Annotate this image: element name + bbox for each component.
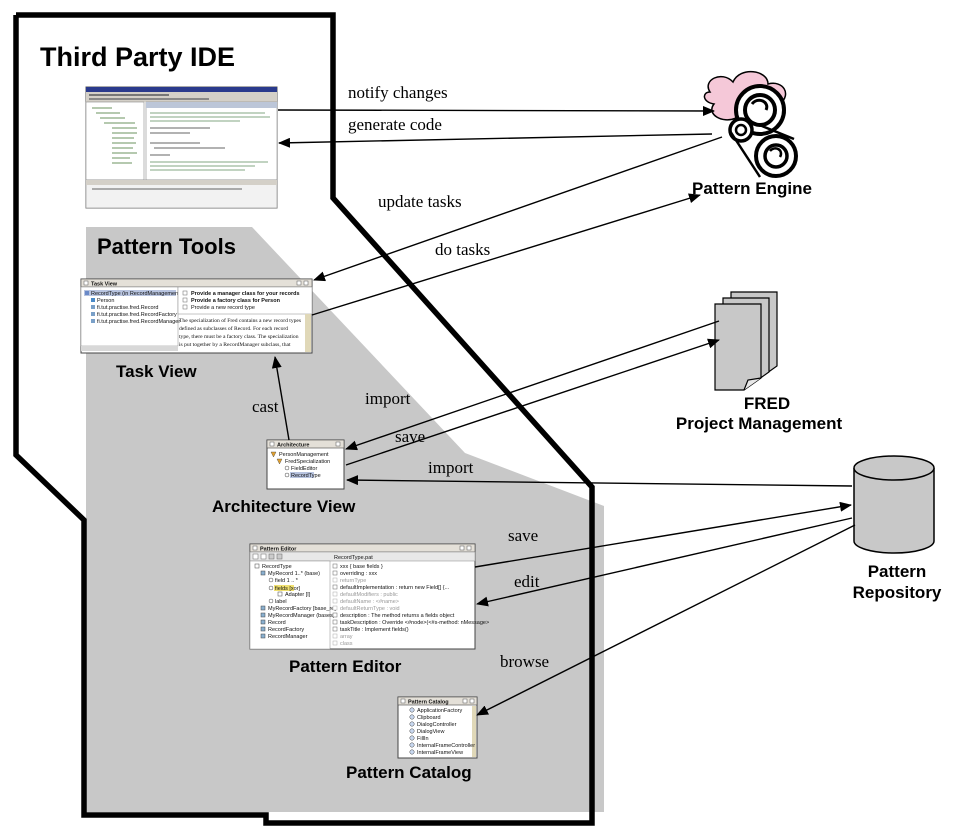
catalog-item-6: InternalFrameView (417, 750, 463, 756)
fred-import-arrow (345, 320, 720, 451)
pattern-engine-icon (703, 71, 798, 178)
architecture-tree-2: FieldEditor (291, 466, 317, 472)
generate-code-label: generate code (348, 115, 442, 134)
cast-label: cast (252, 397, 279, 416)
do-tasks-label: do tasks (435, 240, 490, 259)
editor-tree-2: field 1 .. * (275, 578, 299, 584)
update-tasks-label: update tasks (378, 192, 462, 211)
task-tree-0: RecordType (in RecordManagement/Pe (91, 291, 188, 297)
pattern-editor-window: Pattern Editor RecordType.pat RecordType… (249, 543, 489, 650)
task-item-2: Provide a new record type (191, 305, 255, 311)
repository-save-label: save (508, 526, 538, 545)
task-view-window: Task View RecordType (in RecordManagemen… (80, 278, 313, 354)
repository-cylinder-icon (853, 455, 935, 554)
catalog-item-1: Clipboard (417, 715, 441, 721)
architecture-tree-3: RecordType (291, 473, 321, 479)
do-tasks-arrow (311, 193, 701, 316)
fred-label-line1: FRED (744, 394, 790, 413)
pattern-catalog-window: Pattern Catalog ApplicationFactory Clipb… (397, 696, 478, 759)
editor-tree-10: RecordManager (268, 634, 308, 640)
catalog-item-0: ApplicationFactory (417, 708, 462, 714)
architecture-win-title: Architecture (277, 443, 309, 449)
architecture-window: Architecture PersonManagement FredSpecia… (266, 439, 345, 490)
fred-label-line2: Project Management (676, 414, 843, 433)
task-tree-3: fi.tut.practise.fred.RecordFactory (97, 312, 177, 318)
repository-save-arrow (474, 501, 852, 568)
pattern-tools-region (86, 227, 604, 812)
editor-prop-1: overriding : xxx (340, 571, 377, 577)
task-item-0: Provide a manager class for your records (191, 291, 300, 297)
architecture-view-caption: Architecture View (212, 497, 356, 516)
catalog-win-title: Pattern Catalog (408, 700, 449, 706)
task-view-win-title: Task View (91, 282, 118, 288)
catalog-item-2: DialogController (417, 722, 457, 728)
task-item-1: Provide a factory class for Person (191, 298, 281, 304)
architecture-tree-1: FredSpecialization (285, 459, 330, 465)
task-tree-1: Person (97, 298, 114, 304)
editor-file: RecordType.pat (334, 555, 373, 561)
fred-documents-icon (714, 291, 778, 391)
repository-browse-arrow (476, 524, 856, 716)
editor-prop-7: description : The method returns a field… (340, 613, 455, 619)
editor-tree-8: Record (268, 620, 286, 626)
task-desc-0: The specialization of Fred contains a ne… (179, 317, 301, 324)
fred-save-label: save (395, 427, 425, 446)
catalog-item-3: DialogView (417, 729, 444, 735)
repository-import-label: import (428, 458, 474, 477)
repository-label-line2: Repository (853, 583, 942, 602)
ide-boundary (13, 12, 595, 826)
pattern-catalog-caption: Pattern Catalog (346, 763, 472, 782)
task-desc-2: type, there must be a factory class. The… (179, 333, 299, 340)
editor-tree-1: MyRecord 1..* (base) (268, 571, 320, 577)
notify-changes-arrow (277, 105, 715, 116)
task-desc-1: defined as subclasses of Record. For eac… (179, 325, 288, 332)
editor-prop-2: returnType (340, 578, 366, 584)
repository-import-arrow (346, 475, 853, 487)
editor-prop-4: defaultModifiers : public (340, 592, 398, 598)
editor-prop-10: array (340, 634, 353, 640)
editor-tree-0: RecordType (262, 564, 292, 570)
pattern-engine-label: Pattern Engine (692, 179, 812, 198)
editor-prop-11: class (340, 641, 353, 647)
generate-code-arrow (278, 133, 713, 148)
fred-import-label: import (365, 389, 411, 408)
editor-prop-5: defaultName : <#name> (340, 599, 399, 605)
task-view-caption: Task View (116, 362, 197, 381)
ide-screenshot (85, 86, 278, 209)
repository-browse-label: browse (500, 652, 549, 671)
cast-arrow (271, 356, 290, 441)
update-tasks-arrow (313, 136, 723, 282)
editor-win-title: Pattern Editor (260, 547, 297, 553)
task-desc-3: is put together by a RecordManager subcl… (179, 342, 291, 348)
editor-tree-6: MyRecordFactory [base_re] (268, 606, 336, 612)
editor-tree-5: label (275, 599, 287, 605)
catalog-item-5: InternalFrameController (417, 743, 475, 749)
repository-label-line1: Pattern (868, 562, 927, 581)
catalog-item-4: FillIn (417, 736, 429, 742)
editor-prop-6: defaultReturnType : void (340, 606, 400, 612)
ide-title: Third Party IDE (40, 42, 235, 72)
notify-changes-label: notify changes (348, 83, 448, 102)
editor-prop-0: xxx { base fields } (340, 564, 383, 570)
repository-edit-label: edit (514, 572, 540, 591)
editor-tree-4: Adapter [l] (285, 592, 311, 598)
pattern-editor-caption: Pattern Editor (289, 657, 402, 676)
tools-title: Pattern Tools (97, 234, 236, 259)
repository-edit-arrow (476, 517, 853, 607)
architecture-tree-0: PersonManagement (279, 452, 329, 458)
editor-tree-9: RecordFactory (268, 627, 304, 633)
editor-tree-7: MyRecordManager (bases) (268, 613, 335, 619)
task-tree-4: fi.tut.practise.fred.RecordManager (97, 319, 180, 325)
fred-save-arrow (345, 338, 720, 466)
editor-prop-9: taskTitle : Implement fields() (340, 627, 409, 633)
editor-prop-3: defaultImplementation : return new Field… (340, 585, 450, 591)
editor-tree-3: fields [xor] (275, 586, 301, 592)
task-tree-2: fi.tut.practise.fred.Record (97, 305, 158, 311)
editor-prop-8: taskDescription : Override <#node>(<#s-m… (340, 620, 489, 626)
